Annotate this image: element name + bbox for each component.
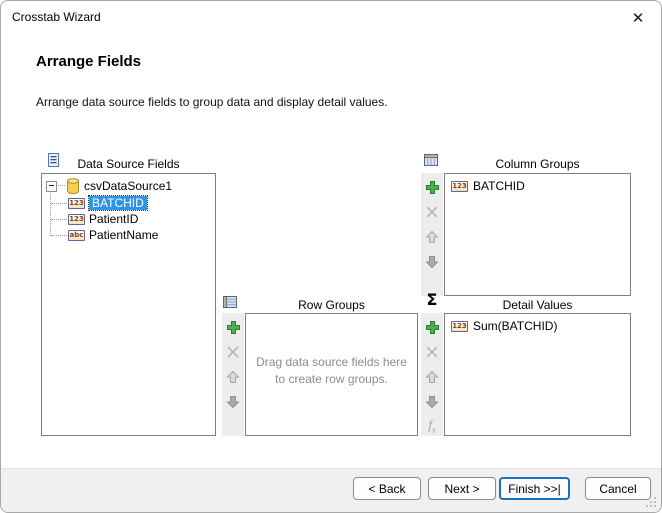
arrow-down-icon	[226, 396, 240, 409]
column-groups-toolbar	[421, 173, 443, 296]
move-up-row-group-button[interactable]	[225, 369, 241, 385]
detail-value-item[interactable]: 123 Sum(BATCHID)	[445, 314, 630, 333]
move-up-column-group-button[interactable]	[424, 229, 440, 245]
tree-connector-line	[50, 189, 52, 236]
tree-node-field[interactable]: abc PatientName	[68, 227, 158, 243]
tree-node-label[interactable]: PatientID	[89, 212, 139, 226]
list-item-label: Sum(BATCHID)	[473, 319, 558, 333]
page-title: Arrange Fields	[36, 53, 142, 70]
column-groups-label: Column Groups	[495, 157, 580, 171]
tree-connector-line	[51, 203, 67, 205]
list-item-label: BATCHID	[473, 179, 525, 193]
resize-grip[interactable]	[645, 496, 656, 507]
tree-node-label[interactable]: csvDataSource1	[84, 179, 173, 193]
tree-node-field[interactable]: 123 BATCHID	[68, 195, 148, 211]
remove-row-group-button[interactable]	[225, 344, 241, 360]
finish-button[interactable]: Finish >>|	[499, 477, 570, 500]
row-groups-label: Row Groups	[298, 298, 365, 312]
tree-node-datasource[interactable]: csvDataSource1	[46, 177, 172, 195]
number-type-icon: 123	[68, 213, 85, 225]
plus-icon	[425, 180, 439, 194]
number-type-icon: 123	[68, 197, 85, 209]
detail-values-label: Detail Values	[502, 298, 573, 312]
row-groups-toolbar	[222, 313, 244, 436]
fx-icon: fx	[428, 416, 436, 435]
row-groups-list[interactable]: Drag data source fields here to create r…	[245, 313, 418, 436]
plus-icon	[425, 320, 439, 334]
database-icon	[66, 177, 80, 195]
cancel-button[interactable]: Cancel	[585, 477, 651, 500]
collapse-expander-icon[interactable]	[46, 180, 57, 192]
move-up-detail-value-button[interactable]	[424, 369, 440, 385]
page-subtitle: Arrange data source fields to group data…	[36, 95, 388, 109]
tree-connector-line	[51, 219, 67, 221]
dialog-footer: < Back Next > Finish >>| Cancel	[1, 468, 661, 512]
data-source-fields-label: Data Source Fields	[77, 157, 180, 171]
detail-values-toolbar: fx	[421, 313, 443, 436]
number-type-icon: 123	[451, 320, 468, 332]
next-button[interactable]: Next >	[428, 477, 496, 500]
row-groups-placeholder: Drag data source fields here to create r…	[256, 355, 407, 386]
row-groups-icon	[222, 293, 238, 310]
add-row-group-button[interactable]	[225, 319, 241, 335]
summary-function-button[interactable]: fx	[424, 416, 440, 435]
sigma-icon: Σ	[426, 290, 438, 309]
arrow-up-icon	[226, 370, 240, 383]
tree-node-field[interactable]: 123 PatientID	[68, 211, 138, 227]
delete-x-icon	[426, 206, 438, 218]
back-button[interactable]: < Back	[353, 477, 421, 500]
move-down-column-group-button[interactable]	[424, 254, 440, 270]
delete-x-icon	[227, 346, 239, 358]
text-type-icon: abc	[68, 229, 85, 241]
plus-icon	[226, 320, 240, 334]
data-source-fields-tree[interactable]: csvDataSource1 123 BATCHID 123 PatientID…	[41, 173, 216, 436]
arrow-down-icon	[425, 256, 439, 269]
move-down-row-group-button[interactable]	[225, 394, 241, 410]
close-icon: ✕	[631, 10, 645, 27]
window-title: Crosstab Wizard	[12, 10, 101, 24]
remove-detail-value-button[interactable]	[424, 344, 440, 360]
column-group-item[interactable]: 123 BATCHID	[445, 174, 630, 193]
move-down-detail-value-button[interactable]	[424, 394, 440, 410]
arrow-up-icon	[425, 230, 439, 243]
tree-node-label-selected[interactable]: BATCHID	[88, 195, 148, 211]
number-type-icon: 123	[451, 180, 468, 192]
column-groups-list[interactable]: 123 BATCHID	[444, 173, 631, 296]
column-groups-icon	[423, 151, 439, 168]
add-detail-value-button[interactable]	[424, 319, 440, 335]
tree-connector-line	[51, 235, 67, 237]
arrow-down-icon	[425, 396, 439, 409]
data-source-fields-icon	[46, 151, 62, 168]
tree-connector-line	[58, 185, 65, 187]
detail-values-list[interactable]: 123 Sum(BATCHID)	[444, 313, 631, 436]
add-column-group-button[interactable]	[424, 179, 440, 195]
delete-x-icon	[426, 346, 438, 358]
tree-node-label[interactable]: PatientName	[89, 228, 159, 242]
arrow-up-icon	[425, 370, 439, 383]
remove-column-group-button[interactable]	[424, 204, 440, 220]
close-button[interactable]: ✕	[625, 6, 651, 30]
